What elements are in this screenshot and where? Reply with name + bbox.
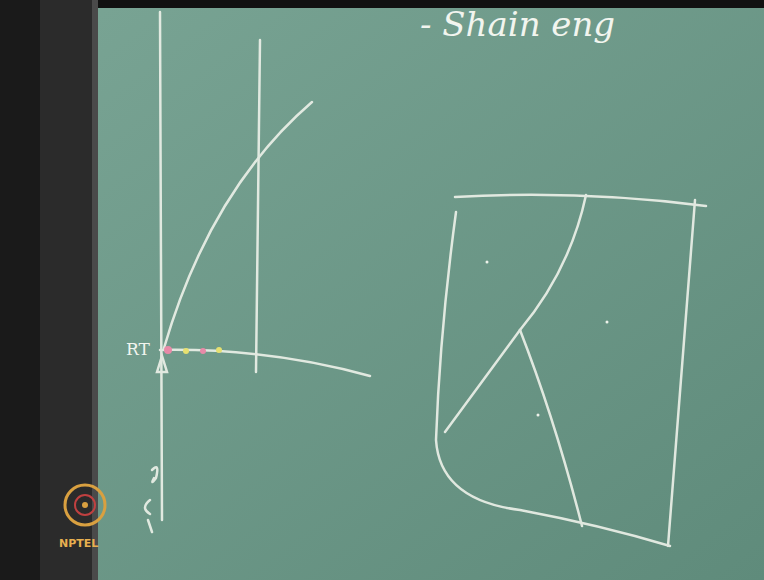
triangle-symbol — [157, 356, 167, 372]
vertical-line — [256, 40, 260, 372]
board-frame — [0, 0, 40, 580]
curve — [164, 102, 312, 348]
chalk-label: RT — [126, 339, 150, 359]
box-line — [455, 195, 706, 206]
dot — [216, 347, 222, 353]
chalk-symbol — [145, 500, 152, 532]
dot — [183, 348, 189, 354]
inner-line — [445, 330, 520, 432]
box-line — [436, 212, 670, 546]
inner-line — [520, 330, 582, 526]
board-frame — [92, 0, 98, 580]
chalk-symbol — [152, 467, 157, 482]
dot — [164, 346, 172, 354]
inner-line — [520, 195, 586, 330]
logo — [65, 485, 105, 525]
dot — [606, 321, 609, 324]
axis-line — [160, 12, 162, 520]
chalk-label: - Shain eng — [420, 4, 615, 44]
dot — [537, 414, 540, 417]
logo-text: NPTEL — [59, 537, 98, 550]
board-frame — [0, 0, 764, 8]
dot — [200, 348, 206, 354]
box-line — [668, 200, 695, 546]
dot — [486, 261, 489, 264]
curve — [160, 350, 370, 376]
